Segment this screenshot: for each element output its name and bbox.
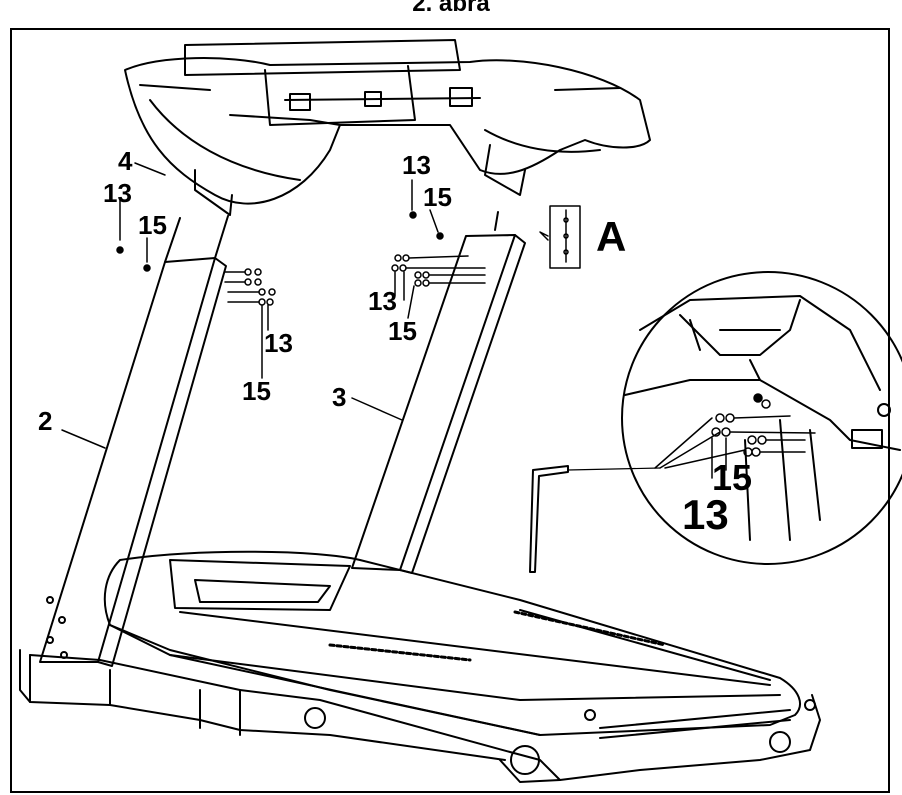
detail-15-label: 15 xyxy=(712,457,753,498)
part-3-label: 3 xyxy=(332,382,347,412)
console-assembly xyxy=(124,39,651,216)
part-2-leader xyxy=(61,429,106,449)
right-bracket-15-label: 15 xyxy=(388,316,417,346)
part-3-leader xyxy=(351,397,403,421)
right-upright-15-label: 15 xyxy=(423,182,452,212)
right-bracket-13-label: 13 xyxy=(368,286,397,316)
detail-bolt-group xyxy=(654,393,816,479)
left-bracket-13-label: 13 xyxy=(264,328,293,358)
detail-magnifier xyxy=(621,271,902,565)
right-upright xyxy=(351,211,526,574)
left-upright-15-label: 15 xyxy=(138,210,167,240)
right-upright-13-label: 13 xyxy=(402,150,431,180)
detail-13-label: 13 xyxy=(682,491,729,538)
left-bolt-group xyxy=(116,199,276,379)
part-4-leader xyxy=(134,162,166,176)
deck-slats xyxy=(328,610,667,662)
hex-key-tool xyxy=(529,465,661,573)
right-bolt-group xyxy=(391,179,486,319)
detail-a-box xyxy=(539,205,581,269)
left-upright-13-label: 13 xyxy=(103,178,132,208)
part-2-label: 2 xyxy=(38,406,53,436)
detail-a-label: A xyxy=(596,213,627,260)
left-bracket-15-label: 15 xyxy=(242,376,271,406)
figure-heading: 2. ábra xyxy=(412,0,490,17)
treadmill-base xyxy=(19,550,821,783)
part-4-label: 4 xyxy=(118,146,133,176)
